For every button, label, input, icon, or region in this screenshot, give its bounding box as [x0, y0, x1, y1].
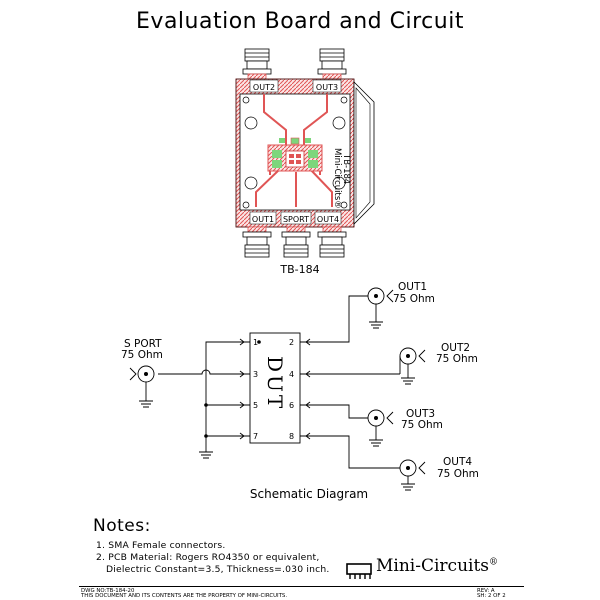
sport-name-label: S PORT [124, 338, 162, 350]
pin-number-4: 4 [289, 370, 294, 379]
out3-name-label: OUT3 [406, 408, 435, 420]
notes-list: 1. SMA Female connectors. 2. PCB Materia… [96, 540, 330, 576]
dut-body [249, 332, 301, 444]
board-model-label: TB-184 [341, 153, 351, 184]
out2-name-label: OUT2 [441, 342, 470, 354]
board-label-sport: SPORT [283, 215, 309, 224]
board-label-out1: OUT1 [252, 215, 274, 224]
logo-registered-mark: ® [489, 557, 499, 568]
property-notice: THIS DOCUMENT AND ITS CONTENTS ARE THE P… [81, 593, 288, 599]
out1-name-label: OUT1 [398, 281, 427, 293]
dut-pin-numbers: 1 2 3 4 5 6 7 8 [253, 338, 294, 441]
out2-impedance-label: 75 Ohm [436, 353, 478, 365]
note-item: 1. SMA Female connectors. [96, 540, 226, 551]
note-item: 2. PCB Material: Rogers RO4350 or equiva… [96, 552, 320, 563]
sheet-number: SH: 2 OF 2 [477, 593, 506, 599]
pin-number-6: 6 [289, 401, 294, 410]
mounting-holes [242, 96, 348, 209]
evaluation-board: OUT2 OUT3 [235, 48, 375, 276]
dut-label: DUT [263, 356, 287, 411]
out3-impedance-label: 75 Ohm [401, 419, 443, 431]
pin-number-7: 7 [253, 432, 258, 441]
revision: REV: A [477, 588, 495, 594]
board-name: TB-184 [279, 263, 319, 276]
board-brand-label: Mini-Circuits® [332, 148, 342, 209]
board-label-out4: OUT4 [317, 215, 339, 224]
sport-impedance-label: 75 Ohm [121, 349, 163, 361]
dut-footprint [267, 137, 323, 172]
page-title: Evaluation Board and Circuit [136, 9, 464, 34]
pin-number-5: 5 [253, 401, 258, 410]
out4-name-label: OUT4 [443, 456, 472, 468]
mini-circuits-logo: Mini-Circuits® [344, 556, 520, 582]
pin-number-3: 3 [253, 370, 258, 379]
pin-number-2: 2 [289, 338, 294, 347]
note-item: Dielectric Constant=3.5, Thickness=.030 … [106, 564, 330, 575]
pin-number-8: 8 [289, 432, 294, 441]
notes-heading: Notes: [93, 516, 151, 536]
pin-number-1: 1 [253, 338, 258, 347]
logo-text: Mini-Circuits [376, 556, 490, 576]
out1-impedance-label: 75 Ohm [393, 293, 435, 305]
sma-connector-bottom-row [242, 226, 347, 258]
board-label-out3: OUT3 [316, 83, 338, 92]
schematic [129, 287, 426, 491]
chip-icon [346, 563, 372, 579]
sma-connector-top-left [242, 48, 272, 80]
out4-impedance-label: 75 Ohm [437, 468, 479, 480]
footer-title-block: DWG NO:TB-184-20 THIS DOCUMENT AND ITS C… [79, 586, 524, 599]
drawing-number: DWG NO:TB-184-20 [81, 588, 135, 594]
schematic-caption: Schematic Diagram [250, 487, 368, 501]
sma-connector-top-right [317, 48, 347, 80]
board-label-out2: OUT2 [253, 83, 275, 92]
